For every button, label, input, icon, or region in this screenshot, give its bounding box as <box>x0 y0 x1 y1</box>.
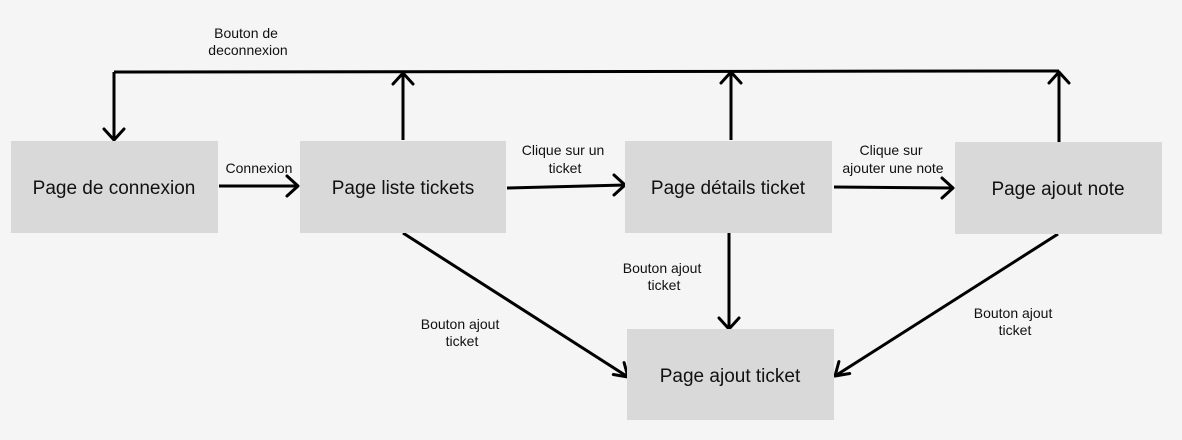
connexion-label: Connexion <box>226 160 293 176</box>
node-page-details-ticket: Page détails ticket <box>625 141 832 233</box>
note-up-arrowhead <box>1047 70 1071 85</box>
ajout-ticket-note-line <box>834 232 1059 378</box>
ajout-ticket-note-edge: Bouton ajout ticket <box>833 232 1059 378</box>
clique-note-line <box>833 185 954 190</box>
node-label: Page détails ticket <box>651 178 806 199</box>
ajout-ticket-details-edge: Bouton ajout ticket <box>623 233 741 331</box>
connexion-arrowhead <box>285 174 300 198</box>
node-page-liste-tickets: Page liste tickets <box>300 141 506 233</box>
liste-up-arrowhead <box>391 71 415 86</box>
node-label: Page ajout note <box>991 179 1124 200</box>
deconnexion-bus-line <box>113 69 1060 74</box>
node-page-de-connexion: Page de connexion <box>11 141 218 233</box>
ajout-ticket-note-arrowhead <box>833 360 852 378</box>
connexion-edge: Connexion <box>219 160 300 198</box>
deconnexion-label: Bouton de deconnexion <box>208 25 287 58</box>
deconnexion-edge: Bouton de deconnexion <box>102 25 1071 142</box>
clique-note-arrowhead <box>940 176 955 200</box>
node-label: Page ajout ticket <box>660 366 801 387</box>
ajout-ticket-liste-label: Bouton ajout ticket <box>421 316 504 349</box>
clique-ticket-label: Clique sur un ticket <box>522 142 608 176</box>
clique-ticket-line <box>506 183 626 190</box>
node-label: Page de connexion <box>33 178 196 199</box>
ajout-ticket-liste-line <box>402 231 629 379</box>
clique-note-edge: Clique sur ajouter une note <box>833 142 955 200</box>
clique-ticket-edge: Clique sur un ticket <box>506 142 627 197</box>
ajout-ticket-details-label: Bouton ajout ticket <box>623 260 706 293</box>
node-label: Page liste tickets <box>332 178 475 199</box>
clique-note-label: Clique sur ajouter une note <box>842 142 943 176</box>
details-up-arrowhead <box>719 70 743 85</box>
ajout-ticket-note-label: Bouton ajout ticket <box>974 305 1057 338</box>
ajout-ticket-liste-edge: Bouton ajout ticket <box>402 231 630 379</box>
node-page-ajout-note: Page ajout note <box>955 142 1162 234</box>
deconnexion-down-arrowhead <box>102 127 126 142</box>
node-page-ajout-ticket: Page ajout ticket <box>627 329 834 420</box>
